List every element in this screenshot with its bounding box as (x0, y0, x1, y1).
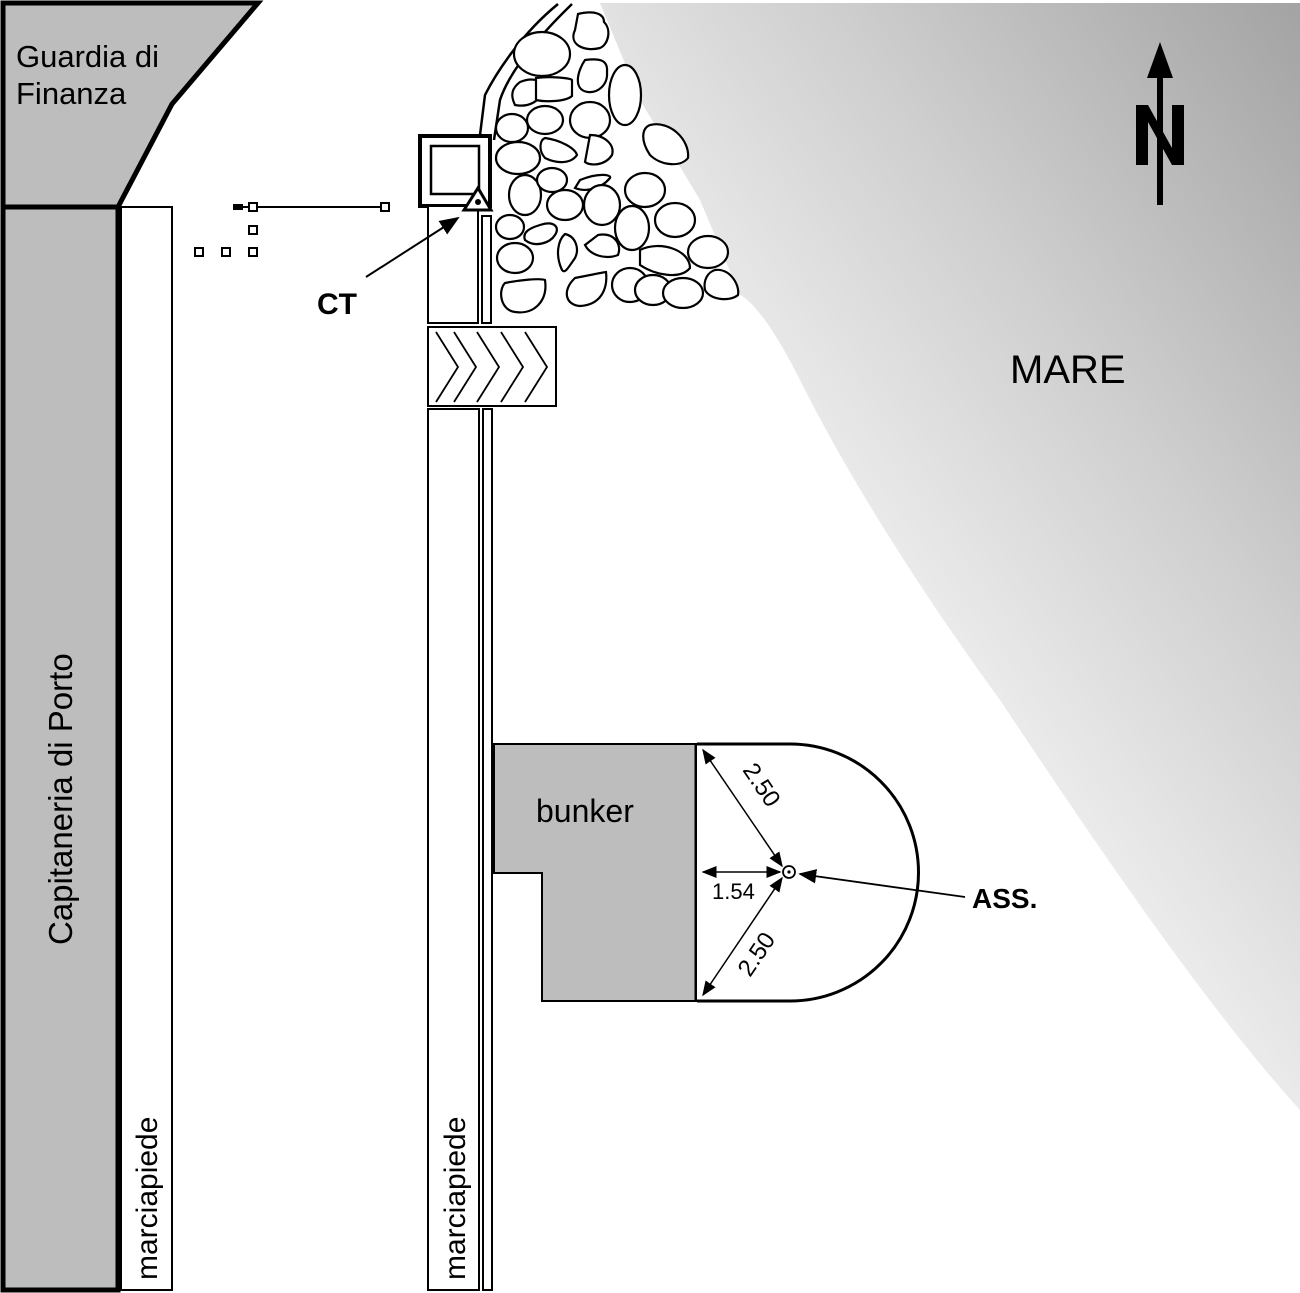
crosswalk-chevrons (427, 326, 557, 407)
sidewalk-left (120, 206, 173, 1291)
bunker-label: bunker (536, 793, 634, 829)
ass-label: ASS. (972, 883, 1037, 914)
capitaneria-building (0, 204, 121, 1293)
guardia-label-line1: Guardia di (16, 39, 159, 74)
sea-label: MARE (1010, 348, 1126, 392)
dimension-upper-line (702, 748, 783, 868)
sea-area (600, 3, 1300, 1110)
ass-point-icon (782, 865, 796, 879)
ct-structure (418, 134, 492, 324)
sidewalk-right-label: marciapiede (439, 1117, 472, 1280)
guardia-di-finanza-building (0, 0, 264, 210)
guardia-label-line2: Finanza (16, 76, 127, 111)
bunker-building (493, 743, 698, 1002)
breakwater-rocks (494, 11, 740, 314)
ct-pointer-arrow (365, 216, 460, 278)
ct-label: CT (317, 288, 357, 321)
dimension-lower-line (702, 876, 783, 997)
dimension-horizontal-label: 1.54 (712, 879, 755, 904)
small-markers (194, 202, 390, 257)
sidewalk-left-label: marciapiede (131, 1117, 164, 1280)
ct-triangle-icon (461, 185, 494, 212)
sidewalk-right (427, 408, 480, 1291)
quay-wall-outer (478, 3, 559, 136)
curb-right (482, 408, 493, 1291)
north-arrow-icon (1136, 42, 1184, 205)
capitaneria-label: Capitaneria di Porto (42, 653, 79, 945)
ass-pointer-arrow (798, 869, 966, 898)
